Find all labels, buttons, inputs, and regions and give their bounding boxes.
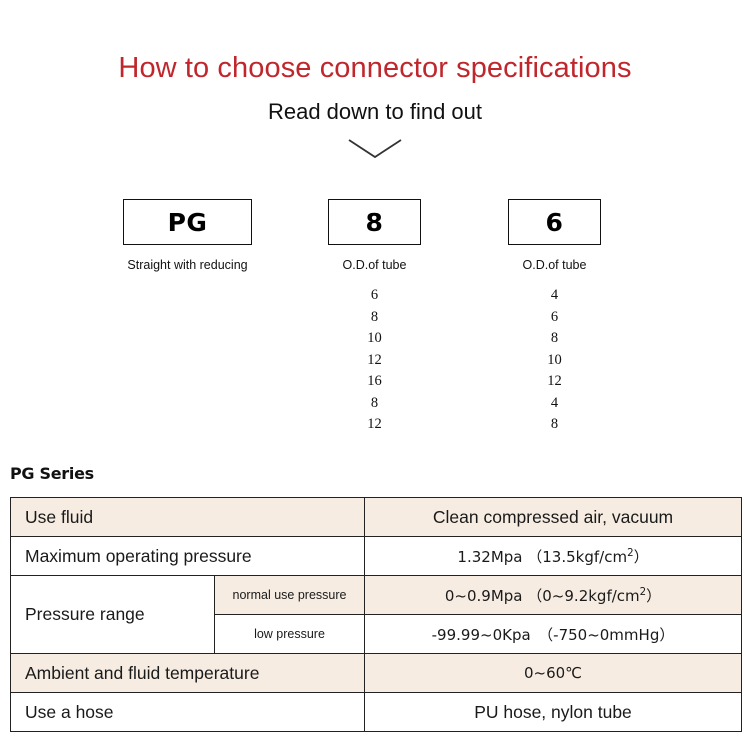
list-item[interactable]: 6	[370, 287, 379, 303]
table-row: Ambient and fluid temperature 0~60℃	[10, 653, 742, 693]
page-subtitle: Read down to find out	[267, 99, 483, 124]
chevron-down-icon	[345, 136, 405, 162]
cell-pressure-range-label: Pressure range	[10, 575, 215, 654]
value-superscript: 2	[639, 586, 647, 598]
cell-low-pressure-value: -99.99~0Kpa （-750~0mmHg）	[364, 614, 742, 654]
value-main: 1.32Mpa	[457, 547, 523, 566]
list-item[interactable]: 8	[370, 394, 379, 411]
list-item[interactable]: 10	[547, 351, 562, 368]
value-tail: ）	[633, 547, 649, 566]
cell-use-fluid-label: Use fluid	[10, 497, 365, 537]
list-item[interactable]: 4	[550, 394, 559, 411]
list-item[interactable]: 12	[367, 351, 382, 368]
cell-temperature-value: 0~60℃	[364, 653, 742, 693]
list-item[interactable]: 4	[550, 287, 559, 303]
value-paren: （13.5kgf/cm	[527, 547, 628, 566]
cell-hose-value: PU hose, nylon tube	[364, 692, 742, 732]
value-paren: （0~9.2kgf/cm	[527, 586, 640, 605]
list-item[interactable]: 6	[550, 308, 559, 325]
cell-low-pressure-sublabel: low pressure	[214, 614, 365, 654]
cell-max-pressure-value: 1.32Mpa （13.5kgf/cm2）	[364, 536, 742, 576]
cell-use-fluid-value: Clean compressed air, vacuum	[364, 497, 742, 537]
value-tail: ）	[646, 586, 662, 605]
list-item[interactable]: 8	[550, 330, 559, 346]
list-item[interactable]: 12	[367, 416, 382, 432]
table-row: Maximum operating pressure 1.32Mpa （13.5…	[10, 536, 742, 576]
code-box-od-1[interactable]: 8	[328, 199, 421, 245]
option-list-od-1: 6 8 10 12 16 8 12	[328, 285, 421, 436]
code-box-caption-od-1: O.D.of tube	[342, 258, 407, 272]
code-box-caption-series: Straight with reducing	[127, 258, 248, 272]
cell-normal-use-pressure-value: 0~0.9Mpa （0~9.2kgf/cm2）	[364, 575, 742, 615]
list-item[interactable]: 16	[367, 373, 382, 389]
cell-temperature-label: Ambient and fluid temperature	[10, 653, 365, 693]
specification-table: Use fluid Clean compressed air, vacuum M…	[10, 497, 742, 732]
option-list-od-2: 4 6 8 10 12 4 8	[508, 285, 601, 436]
table-row: Use fluid Clean compressed air, vacuum	[10, 497, 742, 537]
page-title: How to choose connector specifications	[118, 52, 632, 84]
value-superscript: 2	[627, 547, 634, 559]
cell-normal-use-pressure-sublabel: normal use pressure	[214, 575, 365, 615]
code-box-series[interactable]: PG	[123, 199, 252, 245]
list-item[interactable]: 10	[367, 330, 382, 346]
code-box-od-2[interactable]: 6	[508, 199, 601, 245]
list-item[interactable]: 12	[547, 373, 562, 389]
list-item[interactable]: 8	[370, 308, 379, 325]
series-heading: PG Series	[10, 464, 94, 483]
cell-max-pressure-label: Maximum operating pressure	[10, 536, 365, 576]
value-main: 0~0.9Mpa	[444, 586, 523, 605]
cell-hose-label: Use a hose	[10, 692, 365, 732]
code-box-caption-od-2: O.D.of tube	[522, 258, 587, 272]
table-row: Pressure range normal use pressure 0~0.9…	[10, 575, 742, 654]
list-item[interactable]: 8	[550, 416, 559, 432]
table-row: Use a hose PU hose, nylon tube	[10, 692, 742, 732]
